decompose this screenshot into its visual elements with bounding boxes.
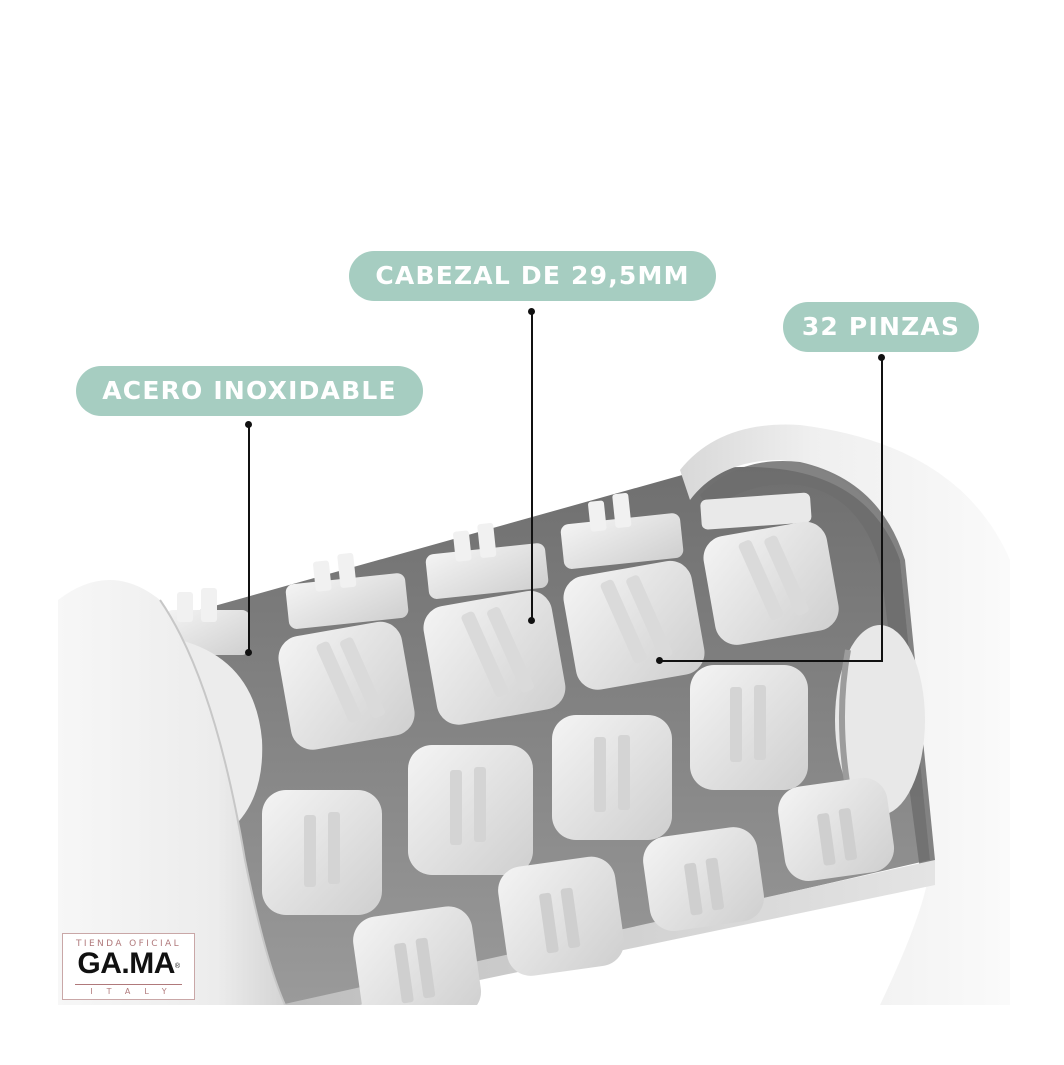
logo-divider [75,984,182,985]
leader-dot-pinzas-end [656,657,663,664]
callout-acero-inoxidable: ACERO INOXIDABLE [76,366,423,416]
logo-tienda-oficial: TIENDA OFICIAL [76,939,181,949]
leader-line-cabezal [531,312,533,620]
leader-dot-acero-bottom [245,649,252,656]
leader-line-pinzas-vertical [881,358,883,662]
tweezer-row-2 [262,665,808,915]
tweezer-back-row [165,492,812,655]
registered-mark-icon: ® [174,963,180,970]
tweezer-row-1 [278,521,839,750]
logo-brand-name: GA.MA® [63,948,194,980]
leader-dot-cabezal-bottom [528,617,535,624]
leader-dot-pinzas-top [878,354,885,361]
leader-dot-cabezal-top [528,308,535,315]
gama-brand-logo: TIENDA OFICIAL GA.MA® ITALY [62,933,195,1000]
logo-brand-text: GA.MA [77,947,175,980]
callout-32-pinzas: 32 PINZAS [783,302,979,352]
logo-italy: ITALY [90,987,181,996]
leader-line-acero [248,425,250,653]
leader-dot-acero-top [245,421,252,428]
callout-cabezal-size: CABEZAL DE 29,5MM [349,251,716,301]
tweezer-row-3 [353,777,895,1026]
leader-line-pinzas-horizontal [660,660,883,662]
